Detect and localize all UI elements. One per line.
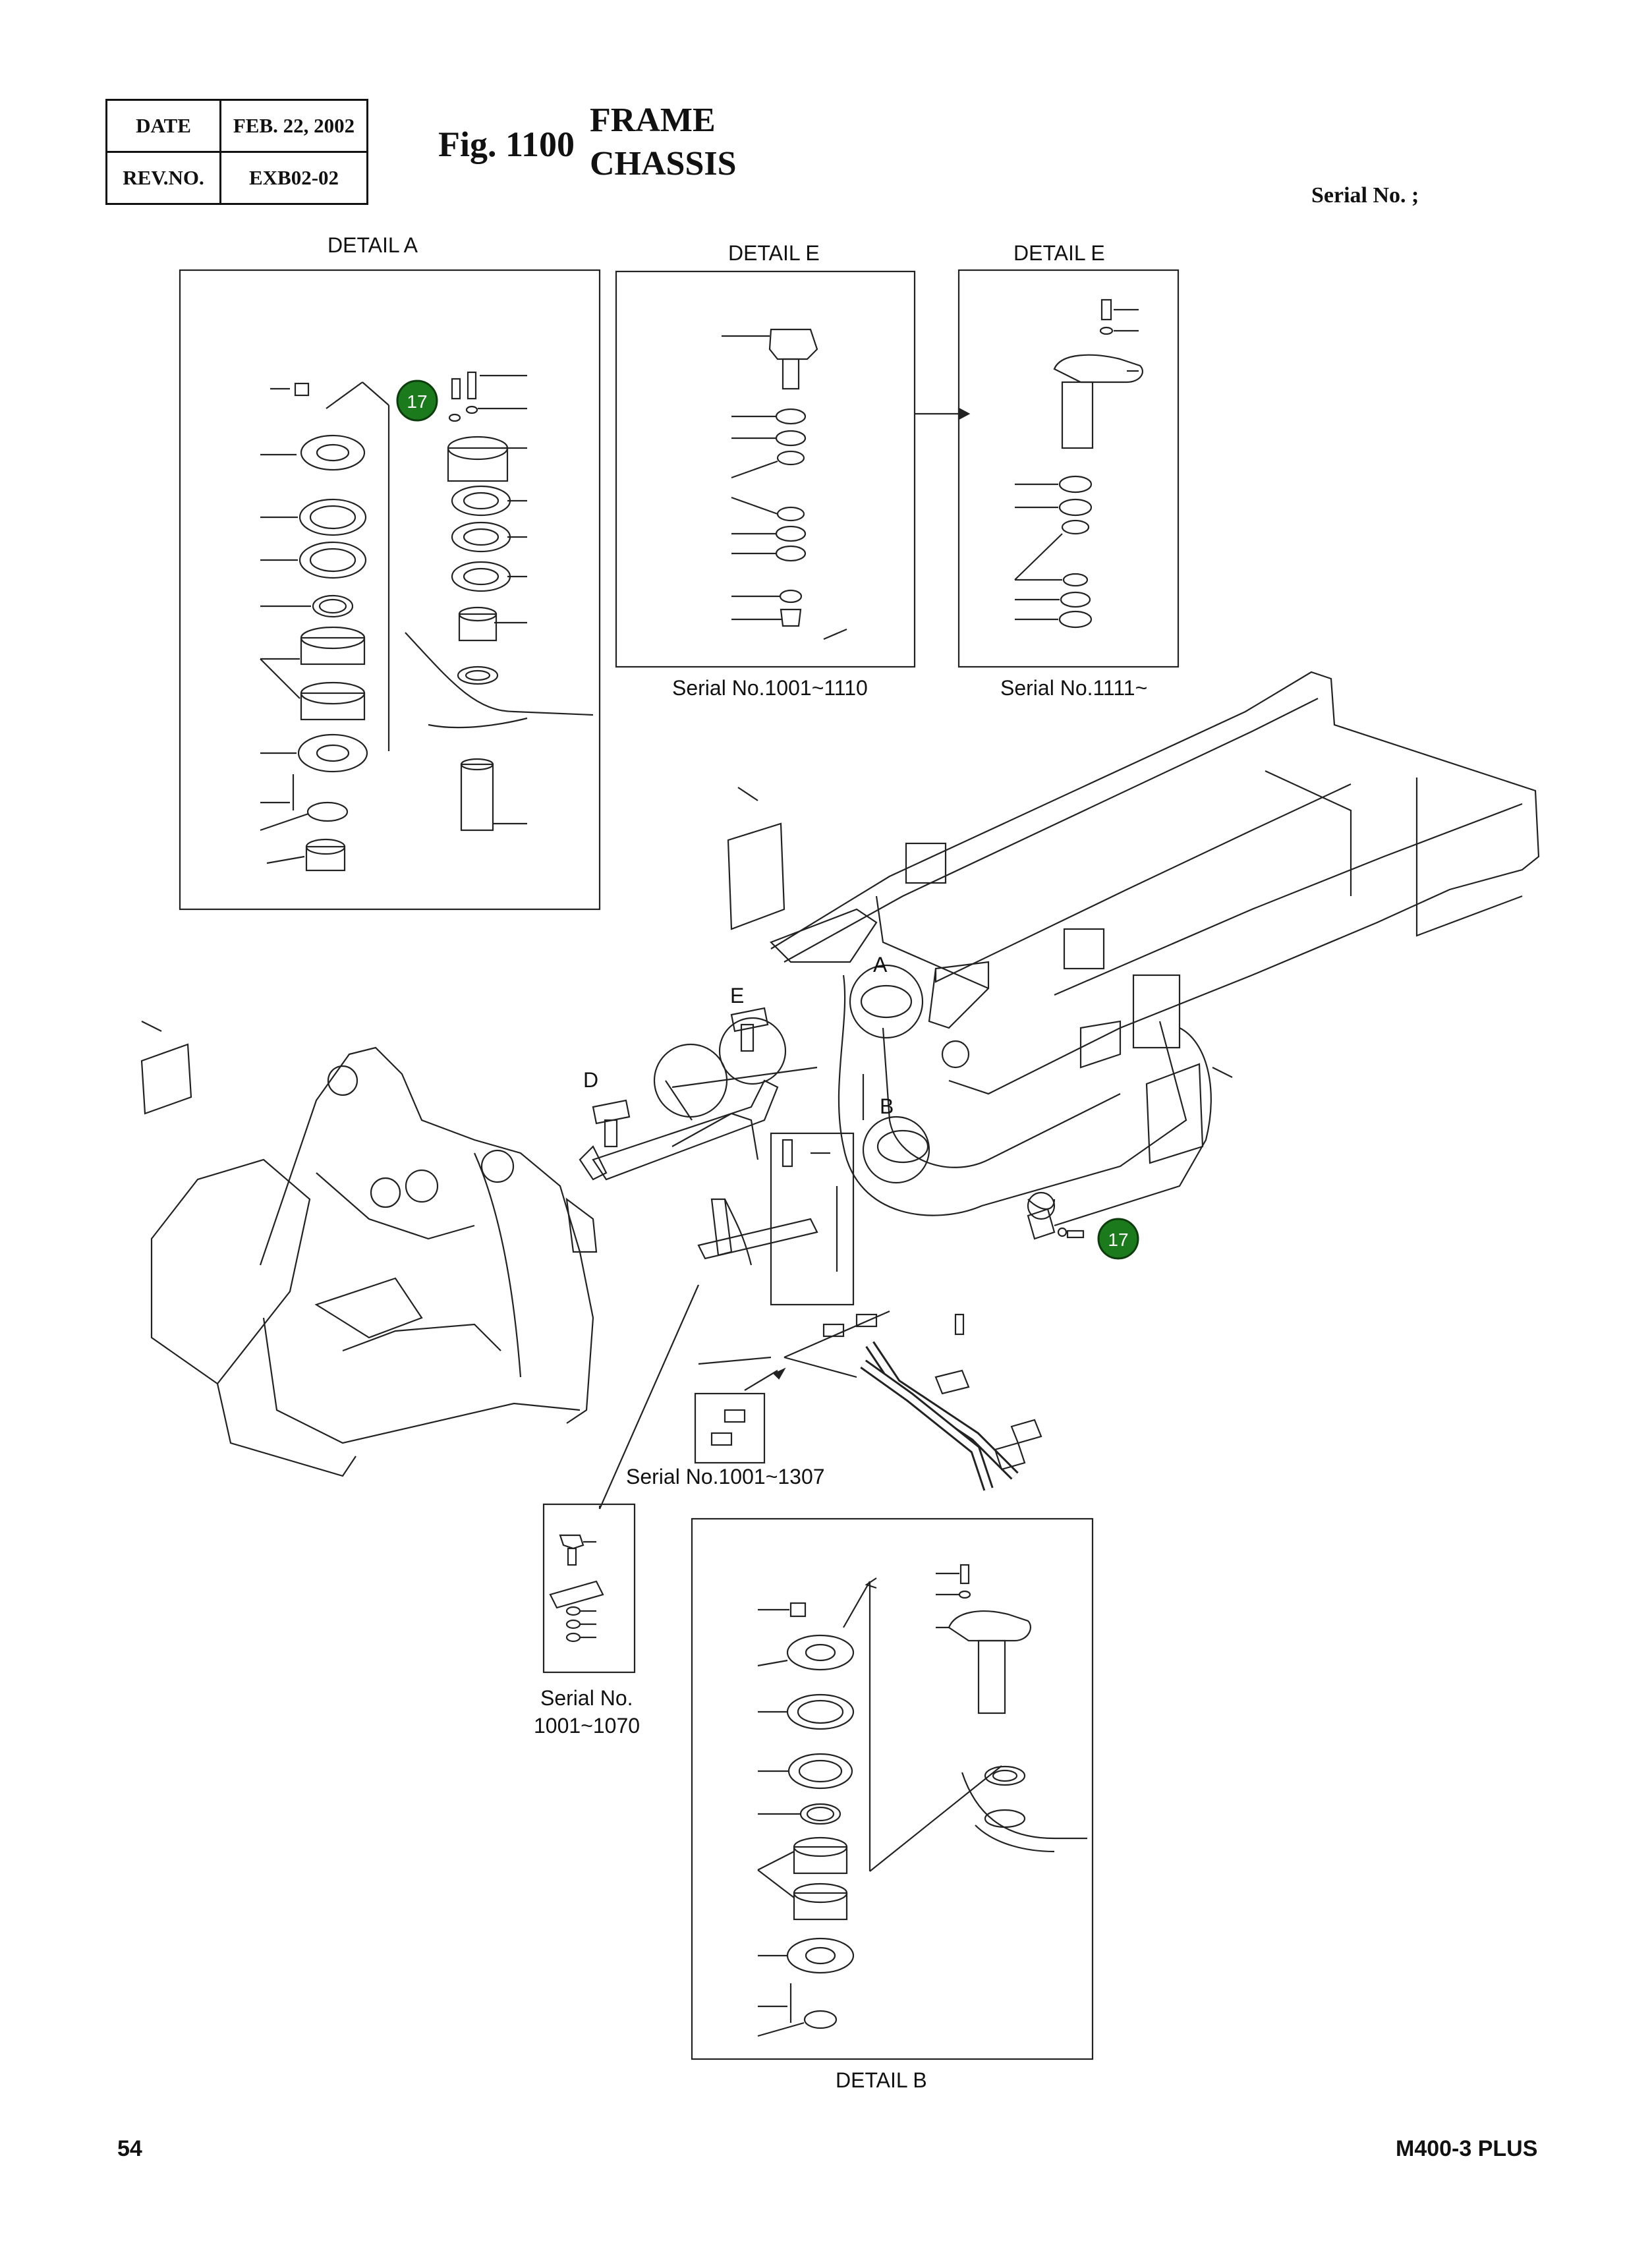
part-badge-top-number: 17: [407, 391, 427, 412]
figure-title: FRAME CHASSIS: [590, 99, 737, 186]
figure-number: Fig. 1100: [438, 125, 575, 164]
detail-a-box: [179, 269, 601, 911]
rear-frame: [671, 671, 1540, 1227]
cover-plates: [140, 787, 1233, 1164]
serial-number-label: Serial No. ;: [1311, 183, 1419, 208]
steering-cylinder: [579, 1007, 818, 1181]
callout-b: B: [880, 1094, 894, 1118]
part-badge-top: 17: [396, 380, 438, 422]
callout-a: A: [873, 953, 888, 976]
part-badge-right-number: 17: [1108, 1230, 1128, 1250]
detail-b-parts: [757, 1564, 1087, 2037]
date-label: DATE: [105, 99, 221, 153]
hose-assembly: [698, 1310, 1042, 1491]
serial-1001-1070-box: [542, 1503, 636, 1674]
callout-d: D: [583, 1068, 598, 1092]
model-name: M400-3 PLUS: [1396, 2136, 1538, 2161]
date-value: FEB. 22, 2002: [219, 99, 368, 153]
detail-e-right-box: [957, 269, 1180, 668]
rev-label: REV.NO.: [105, 151, 221, 205]
figure-title-line2: CHASSIS: [590, 145, 737, 183]
detail-e-left-parts: [722, 328, 847, 640]
link-assembly: [697, 1132, 855, 1306]
fitting-box: [694, 1392, 766, 1464]
serial-1001-1070-parts: [549, 1534, 604, 1643]
detail-b-label: DETAIL B: [836, 2068, 927, 2092]
revision-table: DATE FEB. 22, 2002 REV.NO. EXB02-02: [105, 99, 368, 205]
detail-e-right-parts: [1014, 298, 1143, 629]
detail-e-left-label: DETAIL E: [728, 241, 820, 265]
detail-e-left-box: [615, 270, 916, 668]
serial-1001-1307-label: Serial No.1001~1307: [626, 1465, 825, 1488]
serial-1001-1110-label: Serial No.1001~1110: [672, 676, 868, 700]
detail-a-label: DETAIL A: [328, 233, 418, 257]
front-frame: [150, 1046, 598, 1477]
detail-e-right-label: DETAIL E: [1013, 241, 1105, 265]
detail-b-box: [691, 1517, 1094, 2060]
detail-a-parts: [260, 371, 594, 872]
page-number: 54: [117, 2136, 142, 2161]
serial-1111-label: Serial No.1111~: [1000, 676, 1147, 700]
figure-title-line1: FRAME: [590, 101, 716, 139]
serial-1001-1070-label-line1: Serial No.: [540, 1686, 633, 1710]
part-badge-right: 17: [1097, 1218, 1139, 1260]
callout-e: E: [730, 984, 744, 1007]
rev-value: EXB02-02: [219, 151, 368, 205]
serial-1001-1070-label-line2: 1001~1070: [534, 1714, 640, 1738]
